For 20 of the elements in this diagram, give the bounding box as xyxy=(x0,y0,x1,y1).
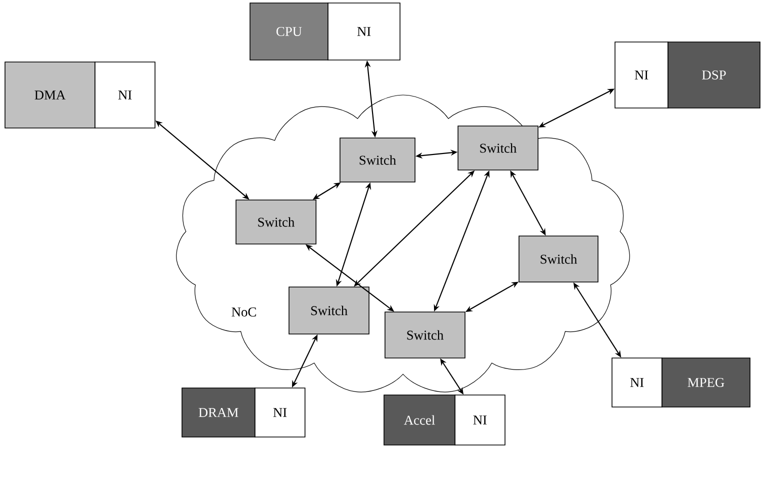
ip-block: DSP xyxy=(668,42,760,108)
ip-block: Accel xyxy=(384,394,456,446)
switch-box: Switch xyxy=(384,312,466,358)
switch-box: Switch xyxy=(458,126,538,170)
cloud-label: NoC xyxy=(232,307,256,316)
switch-box: Switch xyxy=(340,138,416,182)
switch-box: Switch xyxy=(518,236,598,282)
switch-box: Switch xyxy=(288,286,370,334)
interface-box: NI xyxy=(254,388,306,438)
cloud-shape xyxy=(176,94,630,392)
ip-block: CPU xyxy=(250,2,328,60)
ip-block: MPEG xyxy=(662,358,750,408)
interface-box: NI xyxy=(454,394,506,446)
ip-block: DMA xyxy=(4,62,96,128)
interface-box: NI xyxy=(94,62,156,128)
ip-block: DRAM xyxy=(182,388,256,438)
switch-box: Switch xyxy=(236,200,316,244)
interface-box: NI xyxy=(614,42,668,108)
interface-box: NI xyxy=(328,2,400,60)
interface-box: NI xyxy=(612,358,662,408)
